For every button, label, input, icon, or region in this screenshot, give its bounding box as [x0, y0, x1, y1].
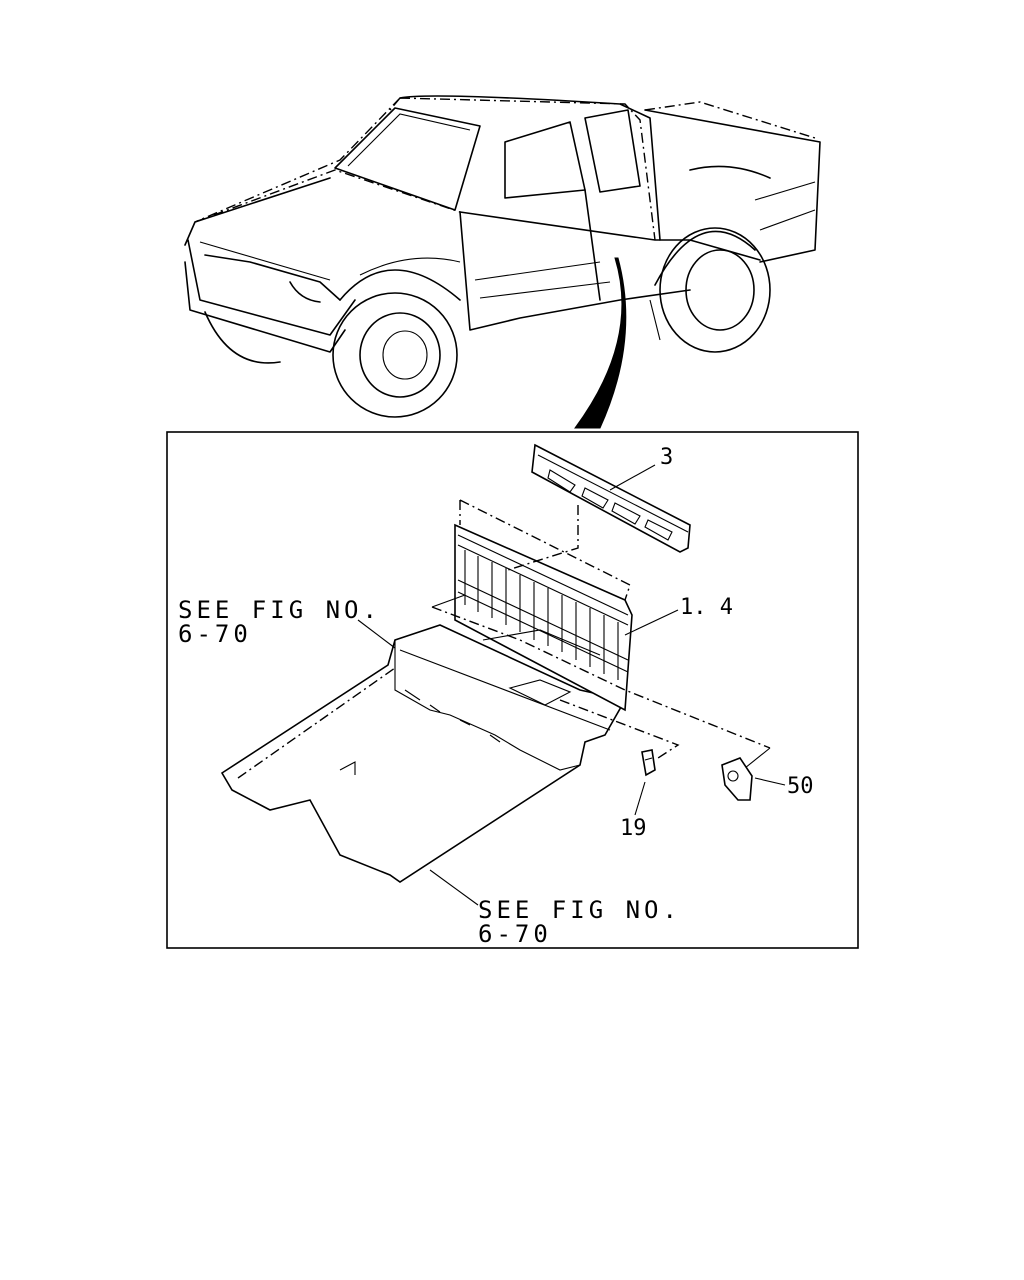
- see-fig-reference-lower-number: 6-70: [478, 920, 552, 948]
- callout-leaders: [357, 464, 786, 906]
- detail-illustration: [220, 443, 771, 883]
- see-fig-reference-upper: SEE FIG NO.: [178, 596, 381, 624]
- callout-1-4: 1. 4: [680, 595, 733, 620]
- see-fig-reference-upper-number: 6-70: [178, 620, 252, 648]
- truck-overview-illustration: [184, 95, 821, 429]
- callout-3: 3: [660, 445, 673, 470]
- see-fig-reference-lower: SEE FIG NO.: [478, 896, 681, 924]
- detail-frame: [166, 431, 859, 949]
- callout-50: 50: [787, 774, 814, 799]
- callout-19: 19: [620, 816, 647, 841]
